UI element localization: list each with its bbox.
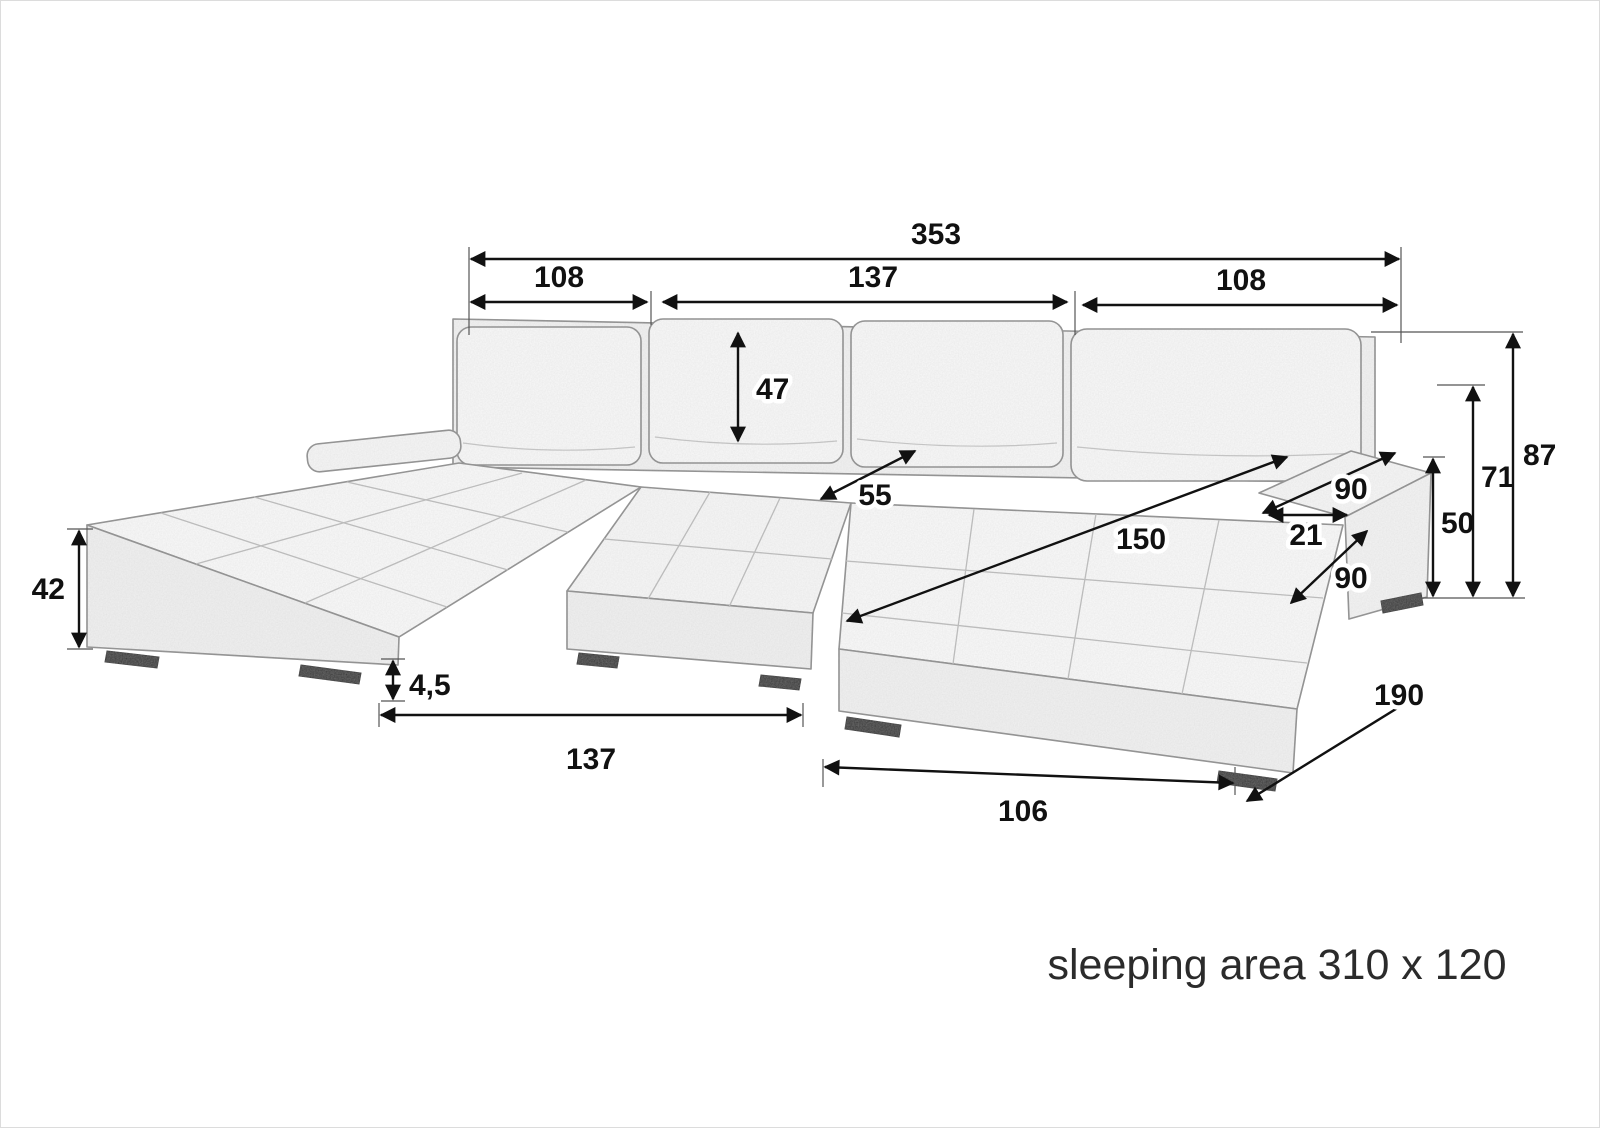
cushion-crease-2 [654, 436, 838, 445]
dim-arm-diag-arrow [1261, 451, 1397, 515]
dim-width-left-label: 108 [534, 261, 584, 294]
middle-foot-1 [576, 652, 620, 669]
left-chaise-seam-1 [346, 481, 569, 533]
extension-lines [67, 247, 1525, 795]
dim-seat-diag-arrow [1289, 529, 1369, 605]
back-cushion-2 [648, 318, 844, 464]
dim-height-50: 50 [1425, 457, 1479, 598]
dim-height-71-label: 71 [1481, 461, 1514, 494]
dim-chaise-diag-label: 150 [1116, 523, 1166, 556]
left-chaise-seam-3 [160, 512, 448, 608]
dim-width-total: 353 [469, 214, 1401, 267]
dim-seat-diag: 90 [1289, 529, 1372, 605]
dim-depth-right: 190 [1245, 675, 1429, 803]
dim-height-42: 42 [27, 529, 87, 649]
dim-arm-top-label: 21 [1289, 519, 1322, 552]
dim-depth-middle: 137 [379, 707, 803, 781]
dim-width-total-label: 353 [911, 218, 961, 251]
middle-foot-2 [758, 674, 802, 691]
dim-height-42-label: 42 [32, 573, 65, 606]
left-chaise-foot-1 [104, 650, 160, 669]
dim-seat-gap-label: 55 [858, 479, 891, 512]
back-cushion-1 [456, 326, 642, 466]
dim-width-middle: 137 [661, 257, 1069, 310]
dim-width-right: 108 [1081, 260, 1399, 313]
dim-front-right-arrow [823, 759, 1235, 791]
dim-chaise-diag-arrow [845, 454, 1289, 624]
left-chaise-seam-2 [253, 496, 509, 571]
dim-height-87: 87 [1505, 332, 1561, 598]
dim-width-middle-label: 137 [848, 261, 898, 294]
dim-depth-right-arrow [1245, 689, 1427, 803]
dim-arm-diag-label: 90 [1334, 473, 1367, 506]
dim-arm-diag: 90 [1261, 451, 1397, 515]
dim-front-right-label: 106 [998, 795, 1048, 828]
right-chaise-foot-1 [844, 716, 902, 738]
dim-width-right-label: 108 [1216, 264, 1266, 297]
dim-height-71: 71 [1465, 385, 1519, 598]
dim-height-50-label: 50 [1441, 507, 1474, 540]
left-chaise-seam-long-1 [195, 472, 523, 565]
dim-width-left: 108 [469, 257, 649, 310]
dim-foot-height: 4,5 [385, 659, 455, 707]
left-chaise-foot-2 [298, 664, 362, 685]
dim-seat-diag-label: 90 [1334, 562, 1367, 595]
middle-seat-front [566, 590, 814, 670]
sleeping-area-caption: sleeping area 310 x 120 [1047, 941, 1506, 989]
dim-depth-middle-label: 137 [566, 743, 616, 776]
dim-front-right: 106 [823, 759, 1235, 833]
left-armrest [306, 429, 462, 473]
cushion-crease-3 [856, 438, 1058, 447]
dim-back-cushion-label: 47 [756, 373, 789, 406]
left-chaise-seam-long-2 [304, 479, 587, 604]
dim-back-cushion: 47 [730, 331, 794, 443]
cushion-crease-1 [462, 442, 636, 451]
middle-seam-h [603, 538, 833, 560]
dim-chaise-diag: 150 [845, 454, 1289, 624]
dim-height-87-label: 87 [1523, 439, 1556, 472]
back-cushion-4 [1070, 328, 1362, 482]
dim-depth-right-label: 190 [1374, 679, 1424, 712]
dim-foot-height-label: 4,5 [409, 669, 451, 702]
sofa-drawing [86, 318, 1432, 792]
